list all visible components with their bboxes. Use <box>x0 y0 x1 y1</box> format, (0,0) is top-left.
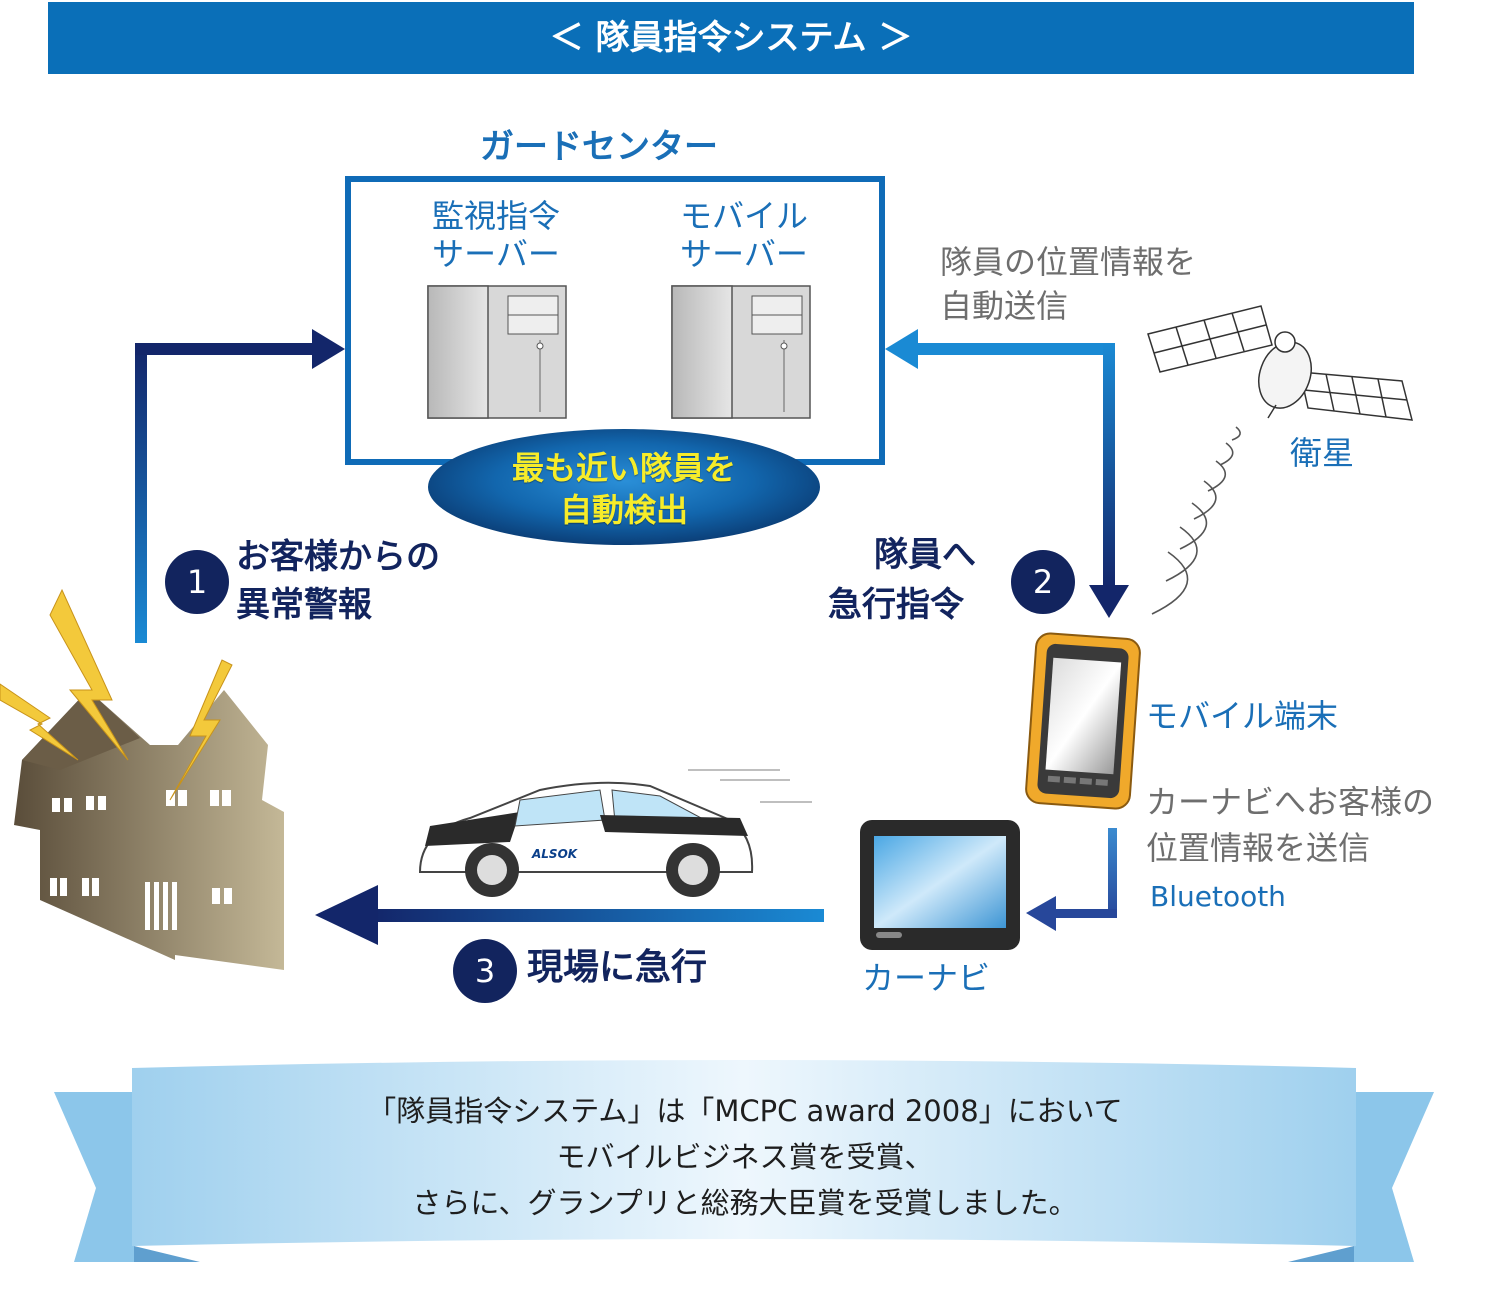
award-line2: モバイルビジネス賞を受賞、 <box>556 1140 934 1174</box>
satellite-icon <box>1147 305 1413 421</box>
carnavi-note-line2: 位置情報を送信 <box>1146 829 1371 867</box>
award-line1: 「隊員指令システム」は「MCPC award 2008」において <box>367 1094 1123 1128</box>
award-ribbon <box>54 1060 1434 1262</box>
dispatch-arrow <box>885 329 1129 618</box>
mobile-server-line2: サーバー <box>680 235 808 273</box>
monitoring-server-icon <box>427 285 567 419</box>
mobile-terminal-label: モバイル端末 <box>1146 697 1339 735</box>
patrol-car-icon: ALSOK <box>418 769 812 897</box>
lightning-icon <box>0 588 233 801</box>
bluetooth-arrow <box>1026 828 1117 931</box>
position-note-line2: 自動送信 <box>940 287 1069 325</box>
step-2-number: 2 <box>1032 563 1054 601</box>
step-1-badge <box>165 550 229 614</box>
car-logo: ALSOK <box>531 847 579 861</box>
position-note-line1: 隊員の位置情報を <box>940 243 1197 281</box>
guard-center-label: ガードセンター <box>480 127 718 167</box>
award-line3: さらに、グランプリと総務大臣賞を受賞しました。 <box>412 1186 1078 1220</box>
step-1-line2: 異常警報 <box>236 585 372 625</box>
step-3-badge <box>453 939 517 1003</box>
bluetooth-label: Bluetooth <box>1150 880 1286 913</box>
step-1-number: 1 <box>186 563 208 601</box>
satellite-label: 衛星 <box>1290 434 1355 472</box>
alarm-arrow <box>135 329 345 643</box>
detect-bubble <box>428 429 820 545</box>
mobile-server-icon <box>671 285 811 419</box>
step-3-label: 現場に急行 <box>527 947 708 988</box>
mobile-terminal-icon <box>1025 632 1141 810</box>
award-text: 「隊員指令システム」は「MCPC award 2008」において モバイルビジネ… <box>190 1088 1300 1226</box>
page-title: ＜ 隊員指令システム ＞ <box>48 2 1414 74</box>
step-1-line1: お客様からの <box>236 537 440 577</box>
detect-bubble-line2: 自動検出 <box>559 491 688 529</box>
monitoring-server-line2: サーバー <box>432 235 560 273</box>
rush-arrow <box>315 885 824 945</box>
detect-bubble-line1: 最も近い隊員を <box>511 449 736 487</box>
monitoring-server-line1: 監視指令 <box>431 197 560 235</box>
signal-waves-icon <box>1151 426 1241 615</box>
mobile-server-line1: モバイル <box>679 197 808 235</box>
carnavi-label: カーナビ <box>862 959 991 997</box>
carnavi-icon <box>860 820 1020 950</box>
step-3-number: 3 <box>474 952 496 990</box>
step-2-line1: 隊員へ <box>874 535 976 575</box>
carnavi-note-line1: カーナビへお客様の <box>1146 783 1435 821</box>
step-2-badge <box>1011 550 1075 614</box>
house-icon <box>14 690 284 970</box>
step-2-line2: 急行指令 <box>828 585 964 625</box>
